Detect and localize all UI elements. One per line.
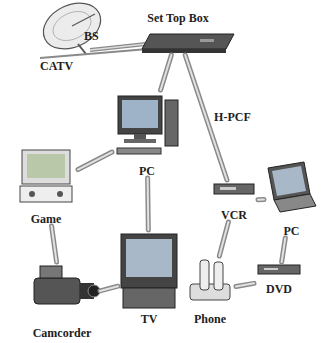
cable-stroke — [236, 283, 254, 286]
cable-stroke — [219, 222, 228, 256]
fiber-cable — [78, 152, 112, 170]
device-label: Set Top Box — [147, 12, 208, 25]
cable-stroke — [78, 152, 112, 170]
fiber-cable — [100, 286, 118, 291]
device-node: Camcorder — [24, 262, 100, 340]
cable-stroke — [161, 55, 172, 90]
game-icon — [20, 150, 72, 202]
cable-stroke — [100, 286, 118, 291]
cable-stroke — [258, 197, 264, 202]
cable-stroke — [258, 198, 264, 200]
network-label: BS — [84, 30, 99, 43]
laptop-icon — [268, 162, 316, 212]
set-top-box — [142, 34, 234, 53]
cable — [40, 44, 148, 58]
network-label: CATV — [40, 60, 73, 73]
pc-icon — [117, 96, 178, 154]
cable-stroke — [52, 226, 57, 262]
fiber-cable — [236, 283, 254, 286]
fiber-cable — [258, 199, 264, 200]
tv-icon — [121, 234, 177, 308]
device-node: PC — [264, 158, 319, 238]
cable-stroke — [100, 286, 118, 291]
fiber-cable — [282, 238, 286, 262]
device-node: DVD — [254, 262, 304, 296]
phone-icon — [190, 260, 230, 300]
cable-stroke — [219, 222, 228, 256]
fiber-cable — [161, 55, 172, 90]
device-label: TV — [141, 313, 158, 326]
cable-stroke — [282, 238, 286, 262]
cable-stroke — [78, 152, 112, 170]
device-node: PC — [112, 90, 182, 178]
device-label: PC — [284, 225, 300, 238]
device-node: VCR — [210, 180, 258, 222]
device-label: PC — [139, 165, 155, 178]
device-label: VCR — [221, 209, 247, 222]
dvd-icon — [258, 265, 300, 274]
vcr-icon — [214, 184, 254, 194]
device-label: Game — [31, 213, 62, 226]
device-label: DVD — [266, 283, 292, 296]
cable-stroke — [236, 283, 254, 286]
fiber-cable — [52, 226, 57, 262]
device-node: Set Top Box — [118, 12, 238, 55]
fiber-cable — [147, 178, 149, 230]
cable-stroke — [52, 226, 57, 262]
device-label: Phone — [194, 313, 226, 326]
cable-stroke — [282, 238, 286, 262]
cable-stroke — [147, 178, 150, 230]
device-node: Phone — [184, 256, 236, 326]
edge-label: H-PCF — [212, 111, 253, 124]
device-node: TV — [118, 230, 180, 326]
cable-stroke — [161, 55, 172, 90]
device-node: Game — [14, 146, 78, 226]
camcorder-icon — [34, 266, 100, 304]
device-label: Camcorder — [33, 327, 92, 340]
cable-stroke — [145, 178, 151, 230]
fiber-cable — [219, 222, 228, 256]
